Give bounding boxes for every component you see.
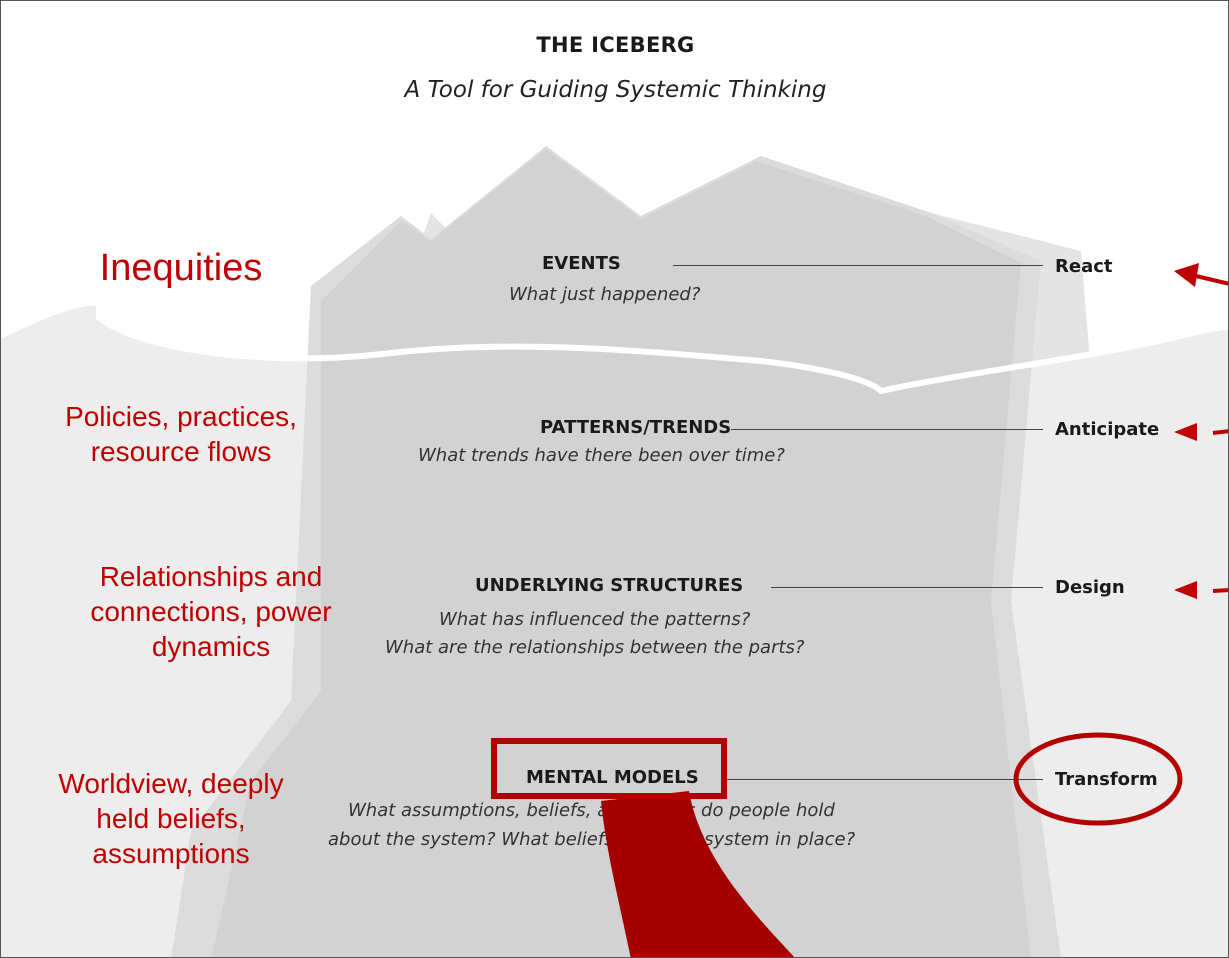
annotation-worldview: Worldview, deeply held beliefs, assumpti… [16,766,326,871]
annotation-relationships-line-3: dynamics [151,631,271,662]
diagram-subtitle: A Tool for Guiding Systemic Thinking [404,77,827,103]
level-patterns-connector [731,429,1043,430]
level-events-connector [673,265,1043,266]
action-anticipate: Anticipate [1055,419,1160,440]
level-mental-models-title: MENTAL MODELS [526,767,699,788]
annotation-worldview-line-1: Worldview, deeply [58,768,284,799]
level-mental-models-question-1: What assumptions, beliefs, and values do… [348,800,835,821]
annotation-relationships: Relationships and connections, power dyn… [46,559,376,664]
annotation-policies-line-1: Policies, practices, [65,401,297,432]
annotation-policies-line-2: resource flows [90,436,272,467]
level-patterns-question: What trends have there been over time? [418,445,785,466]
level-structures-title: UNDERLYING STRUCTURES [475,575,744,596]
level-mental-models-question-2: about the system? What beliefs keep the … [328,829,856,850]
level-structures-question-1: What has influenced the patterns? [439,609,751,630]
diagram-title: THE ICEBERG [536,33,695,57]
action-transform: Transform [1055,769,1158,790]
level-patterns-title: PATTERNS/TRENDS [540,417,732,438]
annotation-worldview-line-2: held beliefs, [96,803,246,834]
action-react: React [1055,256,1113,277]
level-events-question: What just happened? [509,284,701,305]
level-events-title: EVENTS [542,253,621,274]
annotation-relationships-line-2: connections, power [90,596,332,627]
water-surface-line [1,298,1228,395]
annotation-inequities: Inequities [99,247,263,289]
action-design: Design [1055,577,1125,598]
level-structures-connector [771,587,1043,588]
level-mental-models-connector [726,779,1043,780]
annotation-relationships-line-1: Relationships and [99,561,323,592]
annotation-policies: Policies, practices, resource flows [21,399,341,469]
level-structures-question-2: What are the relationships between the p… [385,637,805,658]
annotation-worldview-line-3: assumptions [92,838,250,869]
